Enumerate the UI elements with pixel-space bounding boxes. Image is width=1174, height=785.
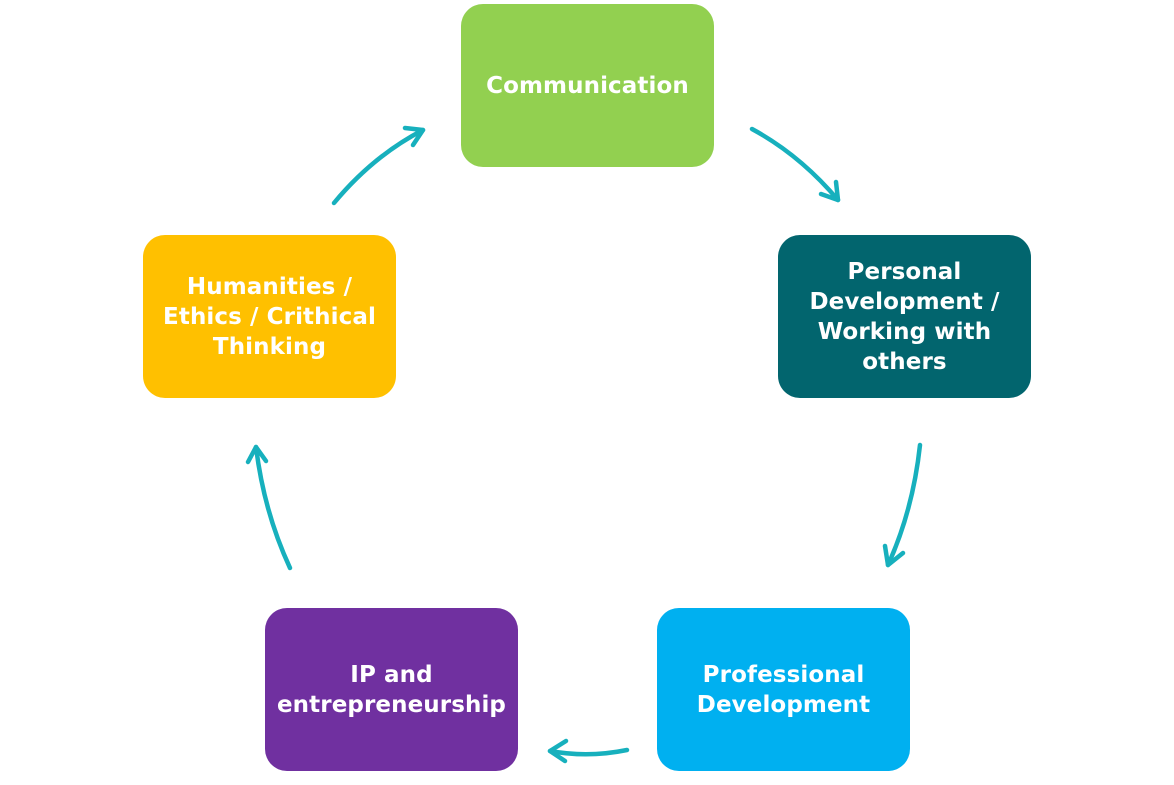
node-ip-entrepreneurship-label: IP and entrepreneurship (276, 661, 507, 718)
node-professional-development: Professional Development (657, 608, 910, 771)
arrow-humanities-to-communication (331, 125, 426, 206)
arrow-professional-development-to-ip-entrepreneurship (547, 738, 630, 764)
node-communication: Communication (461, 4, 714, 167)
node-personal-development: Personal Development / Working with othe… (778, 235, 1031, 398)
node-professional-development-label: Professional Development (696, 661, 871, 718)
node-ip-entrepreneurship: IP and entrepreneurship (265, 608, 518, 771)
node-communication-label: Communication (486, 72, 689, 99)
arrow-ip-entrepreneurship-to-humanities (245, 444, 293, 571)
arrow-personal-development-to-professional-development (882, 442, 923, 568)
node-personal-development-label: Personal Development / Working with othe… (809, 258, 1000, 375)
arrow-communication-to-personal-development (749, 126, 841, 203)
node-humanities: Humanities / Ethics / Crithical Thinking (143, 235, 396, 398)
node-humanities-label: Humanities / Ethics / Crithical Thinking (163, 273, 376, 360)
